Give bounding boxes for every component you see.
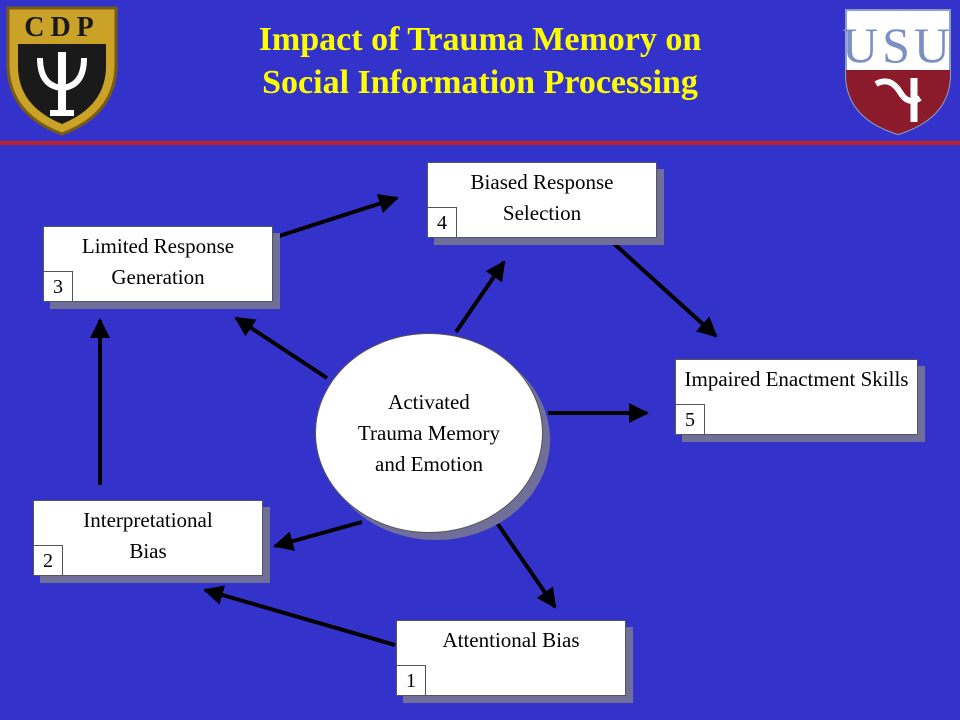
slide-title: Impact of Trauma Memory on Social Inform… bbox=[180, 18, 780, 104]
box-impaired-enactment: Impaired Enactment Skills 5 bbox=[675, 359, 918, 435]
arrow-center-to-attentional bbox=[493, 518, 557, 609]
arrow-attentional-to-interpretational bbox=[203, 585, 396, 647]
slide-title-line1: Impact of Trauma Memory on bbox=[258, 21, 702, 58]
box-biased-response-label: Biased Response Selection bbox=[470, 170, 614, 225]
slide-title-line2: Social Information Processing bbox=[262, 64, 698, 101]
box-limited-response-label: Limited Response Generation bbox=[81, 234, 235, 289]
box-interpretational-bias-number: 2 bbox=[33, 545, 63, 576]
box-interpretational-bias-label: Interpretational Bias bbox=[83, 508, 213, 563]
box-attentional-bias: Attentional Bias 1 bbox=[396, 620, 626, 696]
arrow-center-to-limited bbox=[234, 316, 329, 380]
center-trauma-memory: Activated Trauma Memory and Emotion bbox=[315, 333, 543, 533]
title-divider bbox=[0, 141, 960, 145]
box-biased-response-number: 4 bbox=[427, 207, 457, 238]
box-interpretational-bias: Interpretational Bias 2 bbox=[33, 500, 263, 576]
box-impaired-enactment-number: 5 bbox=[675, 404, 705, 435]
center-trauma-memory-label: Activated Trauma Memory and Emotion bbox=[357, 389, 501, 476]
box-attentional-bias-number: 1 bbox=[396, 665, 426, 696]
arrow-limited-to-biased bbox=[275, 194, 399, 239]
cdp-logo: CDP bbox=[6, 6, 118, 136]
box-attentional-bias-label: Attentional Bias bbox=[442, 628, 580, 652]
box-limited-response-number: 3 bbox=[43, 271, 73, 302]
usu-logo: USU bbox=[842, 9, 954, 136]
arrow-center-to-interpretational bbox=[273, 520, 363, 551]
usu-logo-letters: USU bbox=[842, 17, 954, 73]
arrow-center-to-biased bbox=[454, 260, 506, 334]
arrow-biased-to-impaired bbox=[608, 238, 718, 338]
cdp-logo-letters: CDP bbox=[24, 12, 100, 43]
box-limited-response: Limited Response Generation 3 bbox=[43, 226, 273, 302]
box-impaired-enactment-label: Impaired Enactment Skills bbox=[684, 367, 909, 391]
box-biased-response: Biased Response Selection 4 bbox=[427, 162, 657, 238]
